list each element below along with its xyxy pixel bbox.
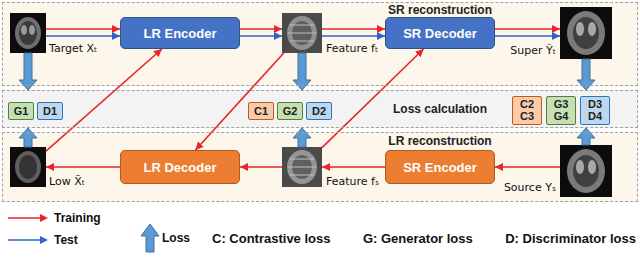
image-caption: Feature fₜ (326, 42, 378, 55)
loss-box: C2 C3 (512, 96, 542, 125)
loss-box: G1 (8, 102, 34, 120)
flow-arrow (195, 53, 283, 150)
loss-box: C1 (248, 102, 274, 120)
loss-label: G3 G4 (551, 98, 571, 122)
band-fill (2, 2, 638, 86)
loss-box: D2 (306, 102, 332, 120)
image-caption: Super Ỹₜ (510, 44, 556, 57)
box-label: SR Decoder (403, 26, 477, 41)
legend-label: Test (54, 233, 78, 247)
feature-panel: Feature fₜ (282, 13, 322, 53)
flow-arrow (240, 35, 282, 37)
flow-arrow (495, 28, 560, 30)
loss-label: D2 (311, 105, 327, 117)
stage-band: LR reconstructionLow X̃ₜLR DecoderFeatur… (2, 132, 638, 202)
flow-arrow (46, 49, 162, 151)
image-panel: Low X̃ₜ (10, 147, 46, 187)
mri-image (10, 13, 46, 53)
image-caption: Source Yₛ (504, 181, 556, 194)
flow-arrow (240, 166, 282, 168)
image-panel: Target Xₜ (10, 13, 46, 53)
image-panel: Super Ỹₜ (560, 7, 612, 59)
loss-arrow (19, 53, 37, 90)
loss-arrow (293, 53, 311, 90)
legend-note: D: Discriminator loss (505, 231, 636, 246)
decoder-box: SR Decoder (385, 17, 495, 49)
mri-image (10, 147, 46, 187)
flow-arrow (46, 166, 120, 168)
loss-label: D1 (42, 105, 58, 117)
legend-label: Loss (162, 231, 190, 245)
loss-label: C1 (253, 105, 269, 117)
loss-box: G2 (277, 102, 303, 120)
loss-box: D3 D4 (580, 96, 610, 125)
encoder-box: SR Encoder (385, 150, 495, 184)
loss-box: G3 G4 (546, 96, 576, 125)
stage-band: SR reconstructionTarget XₜLR EncoderFeat… (2, 2, 638, 86)
loss-box: D1 (37, 102, 63, 120)
loss-label: G2 (282, 105, 298, 117)
loss-arrow (19, 128, 37, 147)
feature-panel: Feature fₛ (282, 147, 322, 187)
mri-image (560, 7, 612, 59)
flow-arrow (46, 35, 120, 37)
legend-note: G: Generator loss (363, 231, 473, 246)
flow-arrow (240, 28, 282, 30)
loss-label: D3 D4 (585, 98, 605, 122)
feature-map (282, 13, 322, 53)
image-caption: Low X̃ₜ (49, 175, 85, 188)
image-caption: Feature fₛ (326, 175, 379, 188)
mri-image (560, 145, 612, 197)
flow-arrow (495, 35, 560, 37)
flow-arrow (322, 28, 385, 30)
box-label: LR Encoder (144, 26, 217, 41)
band-fill (2, 132, 638, 202)
decoder-box: LR Decoder (120, 150, 240, 184)
feature-map (282, 147, 322, 187)
flow-arrow (46, 28, 120, 30)
loss-label: G1 (13, 105, 29, 117)
flow-arrow (322, 166, 385, 168)
band-heading: SR reconstruction (388, 3, 492, 17)
loss-arrow (293, 128, 311, 147)
box-label: SR Encoder (403, 160, 477, 175)
image-panel: Source Yₛ (560, 145, 612, 197)
encoder-box: LR Encoder (120, 17, 240, 49)
flow-arrow (495, 166, 560, 168)
legend-label: Training (54, 211, 101, 225)
box-label: LR Decoder (144, 160, 217, 175)
image-caption: Target Xₜ (49, 42, 97, 55)
legend-note: C: Contrastive loss (212, 231, 330, 246)
loss-arrow (577, 128, 595, 145)
loss-label: C2 C3 (517, 98, 537, 122)
band-heading: Loss calculation (393, 102, 487, 116)
band-fill (2, 90, 638, 128)
flow-arrow (322, 35, 385, 37)
loss-band: Loss calculation G1 D1 C1 G2 D2 C2 C3 G3 G4 D3 D… (2, 90, 638, 128)
band-heading: LR reconstruction (388, 134, 491, 148)
